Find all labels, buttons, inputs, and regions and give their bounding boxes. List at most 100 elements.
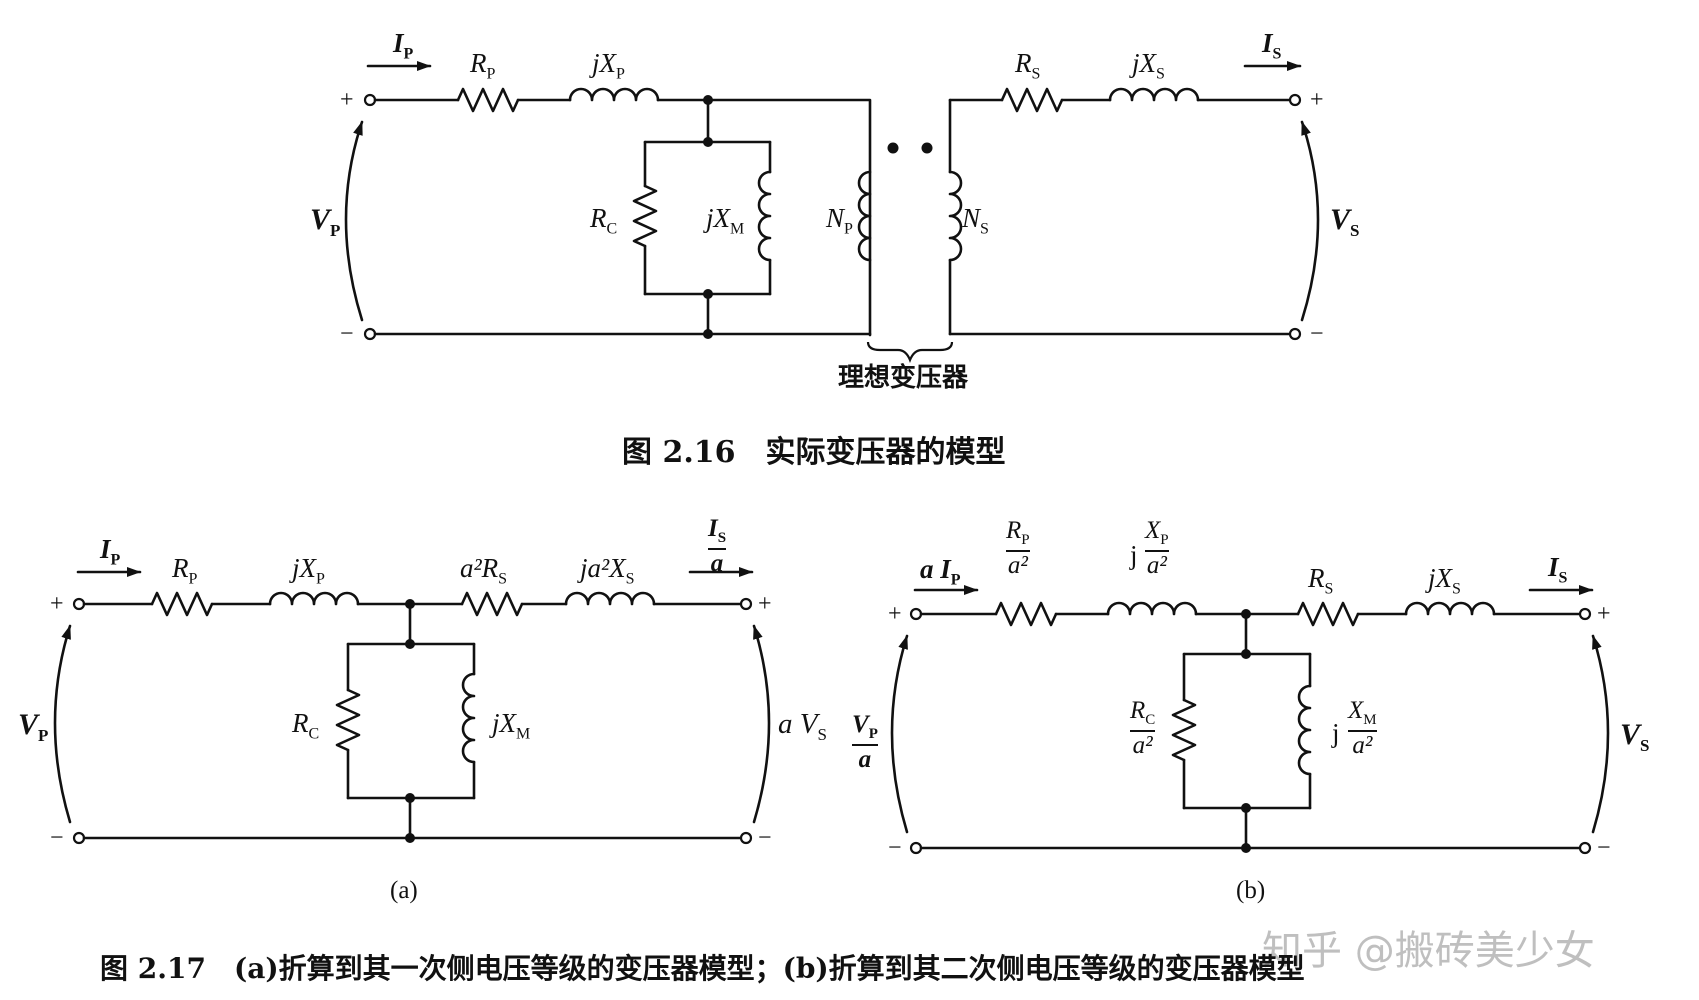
fig217b-minus-left-sign: − [888,835,902,861]
fig217b-vp-over-a-label: VP a [852,711,878,773]
fig216-jxm-sub: M [730,220,745,238]
fig216-plus-right-sign: + [1310,87,1324,113]
fig217b-xp-num-text: X [1145,517,1161,544]
fig216-ideal-transformer-label: 理想变压器 [838,363,969,393]
fig217a-jxp-sub: P [316,570,325,588]
fig217b-rc-fraction-bar [1130,729,1156,732]
fig216-jxs-sub: S [1156,65,1165,83]
fig217b-vp-arc [890,634,909,834]
fig217b-xm-inductor [1297,684,1312,776]
fig216-polarity-dot-secondary [921,142,933,154]
fig216-polarity-dot-primary [887,142,899,154]
fig217a-is-num-sub: S [717,530,727,546]
fig217b-jxp-j: j [1130,540,1138,570]
fig216-rs-label: RS [1015,50,1040,82]
fig217a-jxp-label: jXP [292,555,325,587]
fig217b-jxs-sub: S [1452,580,1461,598]
fig217b-rp-fraction-bar [1006,549,1030,552]
fig216-xp-inductor [568,87,660,102]
fig216-jxp-text: jX [592,48,616,78]
fig217a-a2rs-label: a²RS [460,555,507,587]
fig217b-vs-text: V [1620,718,1641,751]
fig217a-avs-sub: S [817,724,827,744]
fig216-caption: 图 2.16 实际变压器的模型 [622,435,1006,470]
fig217b-rc-den: a² [1132,731,1153,759]
fig216-np-sub: P [844,220,853,238]
watermark: 知乎 @搬砖美少女 [1262,928,1595,974]
fig217a-is-den: a [710,549,724,577]
fig217b-xm-num-sub: M [1363,712,1377,728]
fig217a-avs-label: a VS [778,710,827,743]
fig217b-minus-right-sign: − [1597,835,1611,861]
fig216-ideal-brace [866,341,954,363]
fig217a-vp-text: V [18,708,39,741]
fig217b-xp-num: XP [1145,517,1169,549]
fig217b-vs-label: VS [1620,718,1649,755]
fig217a-vp-sub: P [38,726,49,745]
fig217b-plus-left-sign: + [888,601,902,627]
fig216-xm-inductor [757,170,772,262]
fig216-rc-sub: C [606,220,618,238]
fig217b-xp-fraction-bar [1145,549,1169,552]
fig216-ip-sub: P [403,45,414,63]
fig217a-jxp-text: jX [292,553,316,583]
fig217b-rp-num: RP [1006,517,1030,549]
fig217b-xm-over-a2-label: XM a² [1348,697,1377,759]
fig217a-vp-label: VP [18,708,49,745]
fig216-np-text: N [826,203,845,233]
fig217b-plus-left-terminal [909,607,923,621]
fig217b-aip-sub: P [950,571,961,589]
fig216-is-text: I [1262,28,1273,58]
fig217a-rc-label: RC [292,710,319,742]
fig217a-plus-right-terminal [739,597,753,611]
fig217b-sublabel: (b) [1236,877,1266,904]
fig217a-minus-right-terminal [739,831,753,845]
fig217b-jxs-label: jXS [1428,565,1461,597]
fig217b-rc-num-text: R [1130,697,1146,724]
fig216-xs-inductor [1108,87,1200,102]
fig216-vp-label: VP [310,203,340,240]
fig216-rs-text: R [1015,48,1032,78]
fig217a-rp-resistor [150,591,214,617]
fig216-jxs-text: jX [1132,48,1156,78]
fig216-vp-text: V [310,203,331,236]
fig217b-vs-arc [1591,634,1610,834]
fig217b-rc-num-sub: C [1145,712,1156,728]
fig217b-circuit [890,585,1610,855]
fig217b-rc-over-a2-label: RC a² [1130,697,1156,759]
fig216-ip-text: I [393,28,404,58]
fig217b-xm-num: XM [1348,697,1377,729]
fig216-vs-text: V [1330,203,1351,236]
fig216-top-wire-3 [656,98,872,337]
fig217a-circuit [53,567,771,845]
fig217b-rs-resistor [1296,601,1360,627]
fig217b-rs-text: R [1308,563,1325,593]
fig216-np-coil [857,170,872,262]
fig217b-minus-right-terminal [1578,841,1592,855]
fig217a-vp-arc [53,624,72,824]
fig217b-jxm-j: j [1332,718,1340,748]
fig217a-ja2xs-sub: S [625,570,635,588]
fig217a-xp-inductor [268,591,360,606]
fig217b-rp-resistor [994,601,1058,627]
fig217b-vp-num-text: V [852,711,869,738]
fig216-rp-label: RP [470,50,495,82]
fig216-is-sub: S [1272,45,1282,63]
fig217b-vp-fraction-bar [852,743,878,746]
fig217a-minus-right-sign: − [758,825,772,851]
fig217a-is-num: IS [708,515,727,547]
fig217b-aip-label: a IP [920,556,961,588]
fig216-rp-text: R [470,48,487,78]
fig216-ns-coil [948,170,963,262]
fig217b-is-sub: S [1558,569,1568,587]
fig216-plus-left-sign: + [340,87,354,113]
fig216-secondary-minus-terminal [1288,327,1302,341]
fig217b-plus-right-terminal [1578,607,1592,621]
fig216-ns-sub: S [980,220,989,238]
fig217a-a2rs-sub: S [498,570,507,588]
fig216-minus-left-sign: − [340,321,354,347]
fig216-primary-minus-terminal [363,327,377,341]
fig217b-vp-den: a [858,745,872,773]
fig216-vs-label: VS [1330,203,1359,240]
fig217-caption: 图 2.17 (a)折算到其一次侧电压等级的变压器模型；(b)折算到其二次侧电压… [100,952,1305,985]
